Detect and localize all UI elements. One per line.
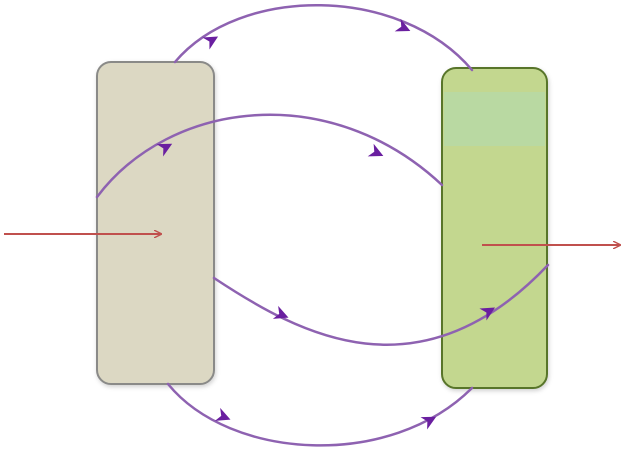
lower-inner-flow-curve bbox=[212, 263, 550, 346]
flow-arrowhead-icon bbox=[156, 143, 173, 157]
right-block-body bbox=[441, 67, 548, 389]
right-block bbox=[441, 67, 548, 389]
flow-arrowhead-icon bbox=[272, 305, 289, 319]
flow-arrowhead-icon bbox=[394, 18, 411, 32]
left-block bbox=[96, 61, 215, 385]
flow-arrowhead-icon bbox=[479, 307, 496, 321]
flow-arrowhead-icon bbox=[420, 416, 437, 430]
upper-inner-flow-curve bbox=[95, 113, 444, 199]
flow-arrowheads bbox=[156, 18, 496, 430]
flow-arrowhead-icon bbox=[214, 407, 231, 421]
top-outer-flow-curve bbox=[173, 4, 474, 72]
flow-arrowhead-icon bbox=[202, 36, 219, 50]
right-block-highlight-band bbox=[444, 92, 545, 146]
bottom-outer-flow-curve bbox=[166, 382, 474, 447]
flow-arrowhead-icon bbox=[367, 143, 384, 157]
